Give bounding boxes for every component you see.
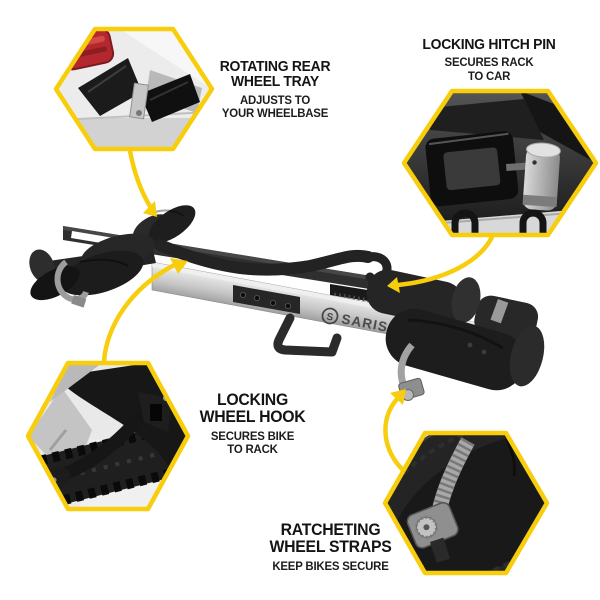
hitch-pin-lock-cylinder xyxy=(522,142,561,211)
arrow-hitch-pin xyxy=(387,234,495,293)
ratchet-strap xyxy=(406,437,475,563)
saris-logo-monogram: S xyxy=(325,311,334,323)
callout-title-line: LOCKING HITCH PIN xyxy=(422,36,556,53)
rack-hitch-tube xyxy=(273,313,342,357)
callout-subtitle-line: ADJUSTS TO xyxy=(239,92,311,107)
product-rack-illustration: S SARIS xyxy=(29,205,545,401)
connector-arrows xyxy=(101,148,495,473)
hexagon-photo-hitch-pin xyxy=(401,88,599,238)
callout-title-line: WHEEL HOOK xyxy=(199,407,306,427)
callout-subtitle-line: TO CAR xyxy=(467,68,511,83)
hexagon-frame xyxy=(401,88,599,238)
callout-title-line: LOCKING xyxy=(217,390,288,409)
left-wheel-strap xyxy=(54,259,89,303)
callout-locking-wheel-hook: LOCKING WHEEL HOOK SECURES BIKE TO RACK xyxy=(165,391,340,457)
callout-locking-hitch-pin: LOCKING HITCH PIN SECURES RACK TO CAR xyxy=(399,37,579,83)
callout-subtitle-line: YOUR WHEELBASE xyxy=(221,106,329,121)
hexagon-frame xyxy=(382,430,550,576)
rack-left-claw-cluster xyxy=(29,233,156,308)
hexagon-frame xyxy=(53,26,215,152)
arrow-rotating-tray xyxy=(127,148,157,217)
callout-subtitle-line: SECURES RACK xyxy=(444,55,534,70)
saris-circle-s-icon xyxy=(321,307,339,325)
hexagon-photo-wheel-hook xyxy=(25,360,191,512)
arrow-wheel-hook xyxy=(101,258,188,364)
callout-subtitle-line: KEEP BIKES SECURE xyxy=(272,558,389,573)
arrow-wheel-straps xyxy=(383,389,406,473)
callout-subtitle-line: TO RACK xyxy=(227,442,278,457)
callout-title-line: RATCHETING xyxy=(280,520,381,539)
callout-rotating-rear-wheel-tray: ROTATING REAR WHEEL TRAY ADJUSTS TO YOUR… xyxy=(186,59,364,120)
callout-subtitle-line: SECURES BIKE xyxy=(210,428,295,443)
callout-title-line: ROTATING REAR xyxy=(219,58,331,75)
callout-title-line: WHEEL TRAY xyxy=(231,73,319,91)
callout-ratcheting-wheel-straps: RATCHETING WHEEL STRAPS KEEP BIKES SECUR… xyxy=(243,521,418,573)
rack-right-tray-cluster xyxy=(366,269,545,401)
hitch-receiver-tube xyxy=(425,131,519,207)
callout-title-line: WHEEL STRAPS xyxy=(269,537,392,557)
bike-fender xyxy=(54,363,188,472)
rack-rivet-bracket xyxy=(233,285,300,314)
hexagon-frame xyxy=(25,360,191,512)
